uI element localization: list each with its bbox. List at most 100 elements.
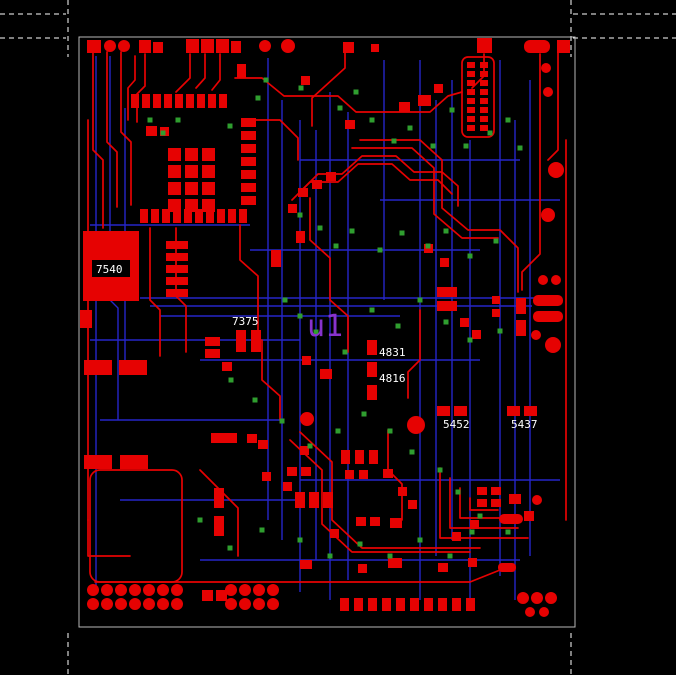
pad[interactable]: [467, 116, 475, 122]
pad[interactable]: [219, 94, 227, 108]
pad[interactable]: [119, 360, 147, 375]
pad-round[interactable]: [253, 598, 265, 610]
pad[interactable]: [301, 467, 311, 476]
pad[interactable]: [382, 598, 391, 611]
pad[interactable]: [173, 209, 181, 223]
pad[interactable]: [369, 450, 378, 464]
pad[interactable]: [168, 165, 181, 178]
pad[interactable]: [460, 318, 469, 327]
pad[interactable]: [84, 360, 112, 375]
pad[interactable]: [168, 182, 181, 195]
pad[interactable]: [162, 209, 170, 223]
pad-round[interactable]: [545, 592, 557, 604]
pad[interactable]: [258, 440, 268, 449]
pad-round[interactable]: [525, 607, 535, 617]
pad-round[interactable]: [129, 598, 141, 610]
pad[interactable]: [398, 487, 407, 496]
pad[interactable]: [301, 76, 310, 85]
pad[interactable]: [175, 94, 183, 108]
pad[interactable]: [168, 148, 181, 161]
pad[interactable]: [466, 598, 475, 611]
pad[interactable]: [437, 287, 457, 297]
pad[interactable]: [186, 94, 194, 108]
pad-round[interactable]: [143, 584, 155, 596]
pad[interactable]: [216, 39, 229, 53]
pad[interactable]: [437, 406, 450, 416]
pad[interactable]: [295, 492, 305, 508]
pad[interactable]: [168, 199, 181, 212]
pad[interactable]: [345, 470, 354, 479]
pad-round[interactable]: [551, 275, 561, 285]
pad-round[interactable]: [115, 584, 127, 596]
pad[interactable]: [330, 529, 339, 538]
pad[interactable]: [241, 157, 256, 166]
pad[interactable]: [283, 482, 292, 491]
pad[interactable]: [492, 296, 500, 304]
pad-round[interactable]: [300, 412, 314, 426]
label-5437[interactable]: 5437: [511, 418, 538, 431]
pad[interactable]: [467, 62, 475, 68]
pad-round[interactable]: [239, 584, 251, 596]
pad[interactable]: [472, 330, 481, 339]
pad[interactable]: [185, 182, 198, 195]
pad[interactable]: [166, 289, 188, 297]
pad[interactable]: [438, 563, 448, 572]
pad[interactable]: [131, 94, 139, 108]
pad-round[interactable]: [225, 598, 237, 610]
pad[interactable]: [454, 406, 467, 416]
pad-round[interactable]: [118, 40, 130, 52]
pad[interactable]: [211, 433, 237, 443]
pad[interactable]: [467, 80, 475, 86]
pad[interactable]: [239, 209, 247, 223]
pad[interactable]: [287, 467, 297, 476]
pad[interactable]: [241, 118, 256, 127]
pad[interactable]: [236, 330, 246, 352]
pad[interactable]: [345, 120, 355, 129]
pad[interactable]: [153, 94, 161, 108]
pad-round[interactable]: [87, 584, 99, 596]
pad-round[interactable]: [239, 598, 251, 610]
pad[interactable]: [343, 42, 354, 53]
pad-round[interactable]: [267, 584, 279, 596]
pad[interactable]: [142, 94, 150, 108]
pad[interactable]: [356, 517, 366, 526]
pad[interactable]: [166, 277, 188, 285]
pad[interactable]: [367, 340, 377, 355]
pad[interactable]: [499, 514, 523, 524]
pad[interactable]: [151, 209, 159, 223]
pad[interactable]: [383, 469, 393, 478]
pad[interactable]: [80, 310, 92, 328]
pad[interactable]: [437, 301, 457, 311]
pad[interactable]: [354, 598, 363, 611]
pad-round[interactable]: [157, 598, 169, 610]
pad[interactable]: [390, 518, 402, 528]
pad[interactable]: [480, 62, 488, 68]
pad[interactable]: [241, 183, 256, 192]
pad[interactable]: [120, 455, 148, 469]
pad[interactable]: [533, 311, 563, 322]
pad[interactable]: [206, 209, 214, 223]
pad[interactable]: [492, 309, 500, 317]
pad[interactable]: [438, 598, 447, 611]
pad-round[interactable]: [171, 584, 183, 596]
pad[interactable]: [424, 598, 433, 611]
pad[interactable]: [359, 470, 368, 479]
pad[interactable]: [208, 94, 216, 108]
pad-round[interactable]: [115, 598, 127, 610]
pad[interactable]: [370, 517, 380, 526]
pad[interactable]: [467, 89, 475, 95]
pad[interactable]: [533, 295, 563, 306]
pad-round[interactable]: [538, 275, 548, 285]
pad-round[interactable]: [281, 39, 295, 53]
label-7540[interactable]: 7540: [96, 263, 123, 276]
pad[interactable]: [262, 472, 271, 481]
pad[interactable]: [368, 598, 377, 611]
pad-round[interactable]: [157, 584, 169, 596]
pad[interactable]: [516, 320, 526, 336]
pad[interactable]: [355, 450, 364, 464]
pad[interactable]: [388, 558, 402, 568]
pad[interactable]: [477, 487, 487, 495]
pad[interactable]: [216, 590, 227, 601]
pad-round[interactable]: [101, 584, 113, 596]
